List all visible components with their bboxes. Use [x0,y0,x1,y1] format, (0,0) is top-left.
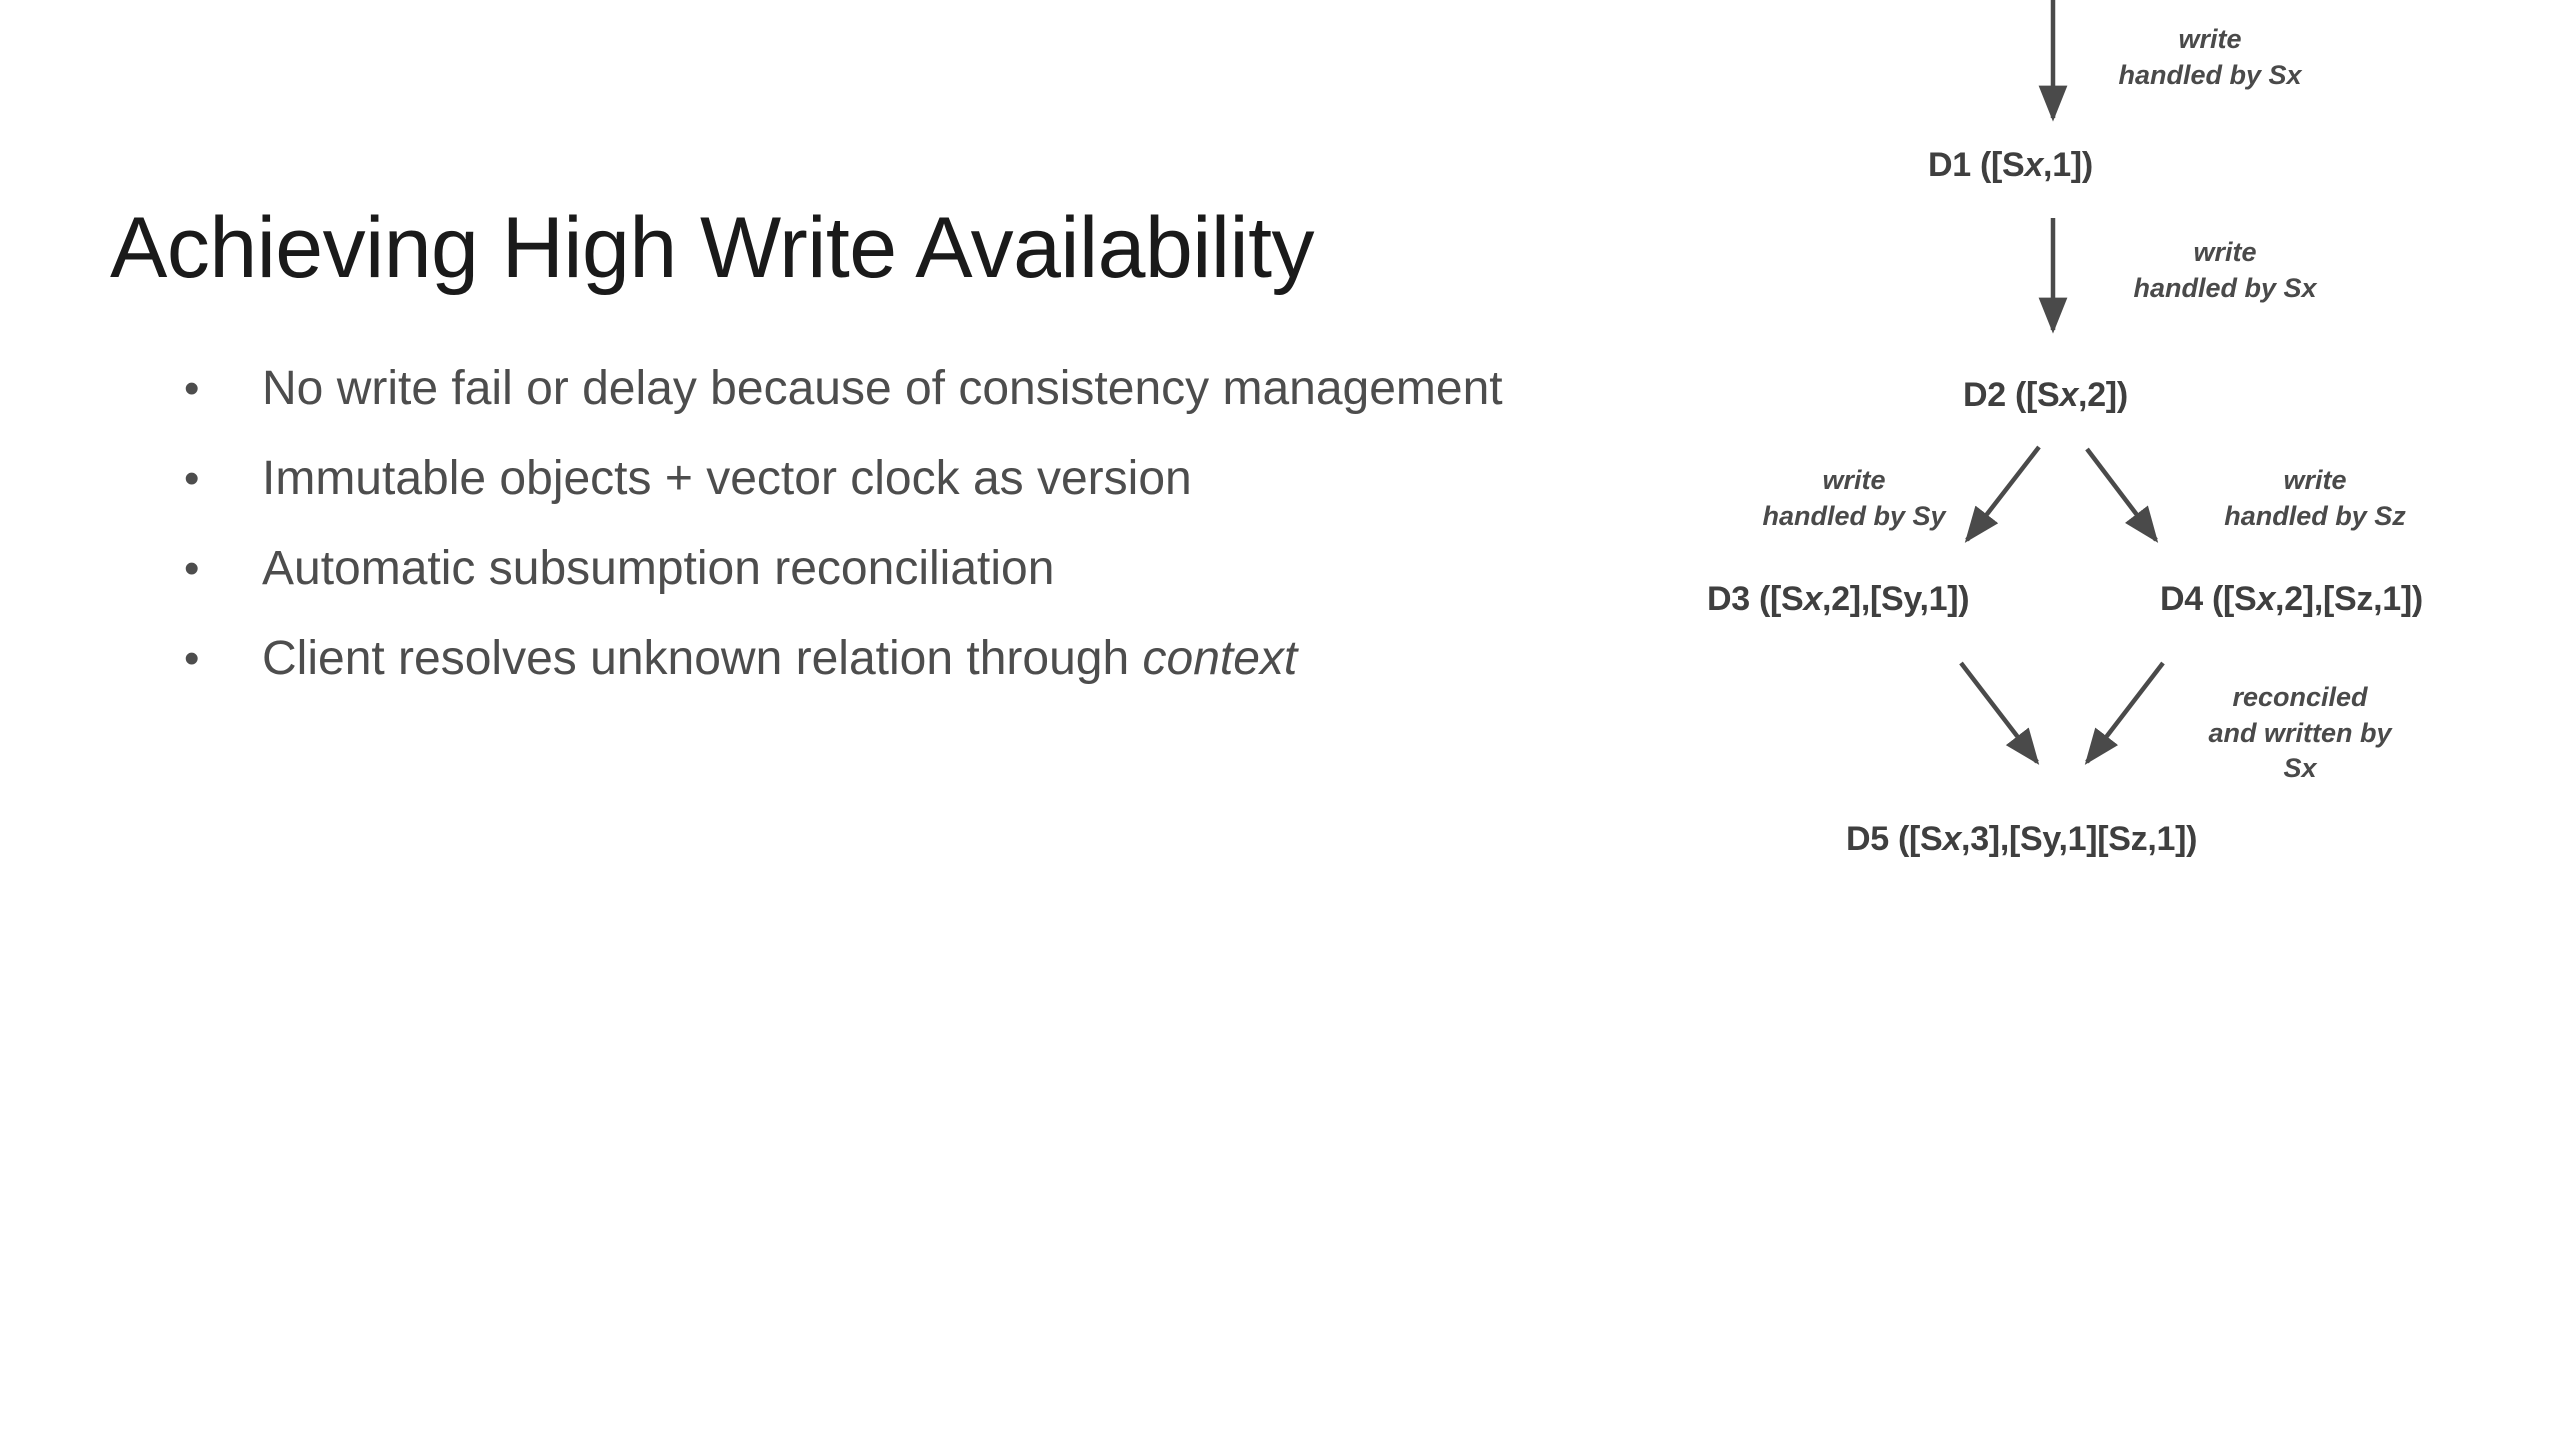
node-d1-suffix: ,1]) [2043,146,2093,184]
diagram-node-d5: D5 ([Sx,3],[Sy,1][Sz,1]) [1846,820,2197,859]
bullet-text-main: No write fail or delay because of consis… [262,362,1503,415]
edge-label-line: handled by Sx [2118,59,2302,90]
node-d4-var: x [2256,580,2276,618]
bullet-text: Client resolves unknown relation through… [262,628,1297,690]
vector-clock-diagram: D1 ([Sx,1]) D2 ([Sx,2]) D3 ([Sx,2],[Sy,1… [1650,0,2560,900]
diagram-edge-label-reconcile: reconciled and written by Sx [2175,680,2425,787]
diagram-edge-label-d1-d2: write handled by Sx [2125,235,2425,306]
bullet-marker-icon: • [184,364,200,413]
diagram-arrows [1959,0,2165,765]
arrow-d2-to-d4 [2085,447,2159,543]
bullet-marker-icon: • [184,634,200,683]
edge-label-line: reconciled [2232,682,2368,712]
edge-label-line: handled by Sx [2133,272,2317,303]
node-d1-prefix: D1 ([S [1928,146,2025,184]
diagram-edge-label-d2-d4: write handled by Sz [2195,463,2435,534]
bullet-marker-icon: • [184,544,200,593]
arrow-d4-to-d5 [2084,661,2165,765]
node-d2-var: x [2059,376,2079,414]
bullet-list: • No write fail or delay because of cons… [170,358,1960,718]
edge-label-line: and written by [2208,717,2392,748]
bullet-text-emphasis: context [1142,632,1298,685]
edge-label-line: write [2178,24,2242,54]
node-d3-var: x [1803,580,1823,618]
node-d4-prefix: D4 ([S [2160,580,2257,618]
node-d2-suffix: ,2]) [2078,376,2128,414]
bullet-text-main: Immutable objects + vector clock as vers… [262,452,1192,505]
diagram-node-d4: D4 ([Sx,2],[Sz,1]) [2160,580,2423,619]
bullet-text: No write fail or delay because of consis… [262,358,1503,420]
list-item: • Client resolves unknown relation throu… [170,628,1960,718]
edge-label-line: handled by Sz [2224,500,2406,531]
diagram-node-d2: D2 ([Sx,2]) [1963,376,2128,415]
node-d3-prefix: D3 ([S [1707,580,1804,618]
edge-label-line: write [2283,465,2347,495]
list-item: • Automatic subsumption reconciliation [170,538,1960,628]
bullet-marker-icon: • [184,454,200,503]
edge-label-line: write [2193,237,2257,267]
edge-label-line: handled by Sy [1762,500,1946,531]
bullet-text-main: Automatic subsumption reconciliation [262,542,1055,595]
node-d5-var: x [1942,820,1962,858]
node-d5-prefix: D5 ([S [1846,820,1943,858]
node-d3-suffix: ,2],[Sy,1]) [1822,580,1970,618]
node-d1-var: x [2024,146,2044,184]
page-title: Achieving High Write Availability [110,199,1315,296]
diagram-edge-label-d2-d3: write handled by Sy [1734,463,1974,534]
bullet-text-main: Client resolves unknown relation through [262,632,1143,685]
diagram-node-d1: D1 ([Sx,1]) [1928,146,2093,185]
list-item: • Immutable objects + vector clock as ve… [170,448,1960,538]
edge-label-line: write [1822,465,1886,495]
node-d4-suffix: ,2],[Sz,1]) [2275,580,2423,618]
diagram-edge-label-top: write handled by Sx [2110,22,2410,93]
edge-label-line: Sx [2283,753,2317,784]
arrow-d2-to-d3 [1964,445,2041,543]
node-d2-prefix: D2 ([S [1963,376,2060,414]
list-item: • No write fail or delay because of cons… [170,358,1960,448]
diagram-node-d3: D3 ([Sx,2],[Sy,1]) [1707,580,1970,619]
bullet-text: Automatic subsumption reconciliation [262,538,1054,600]
arrow-d3-to-d5 [1959,661,2040,765]
node-d5-suffix: ,3],[Sy,1][Sz,1]) [1961,820,2198,858]
bullet-text: Immutable objects + vector clock as vers… [262,448,1192,510]
